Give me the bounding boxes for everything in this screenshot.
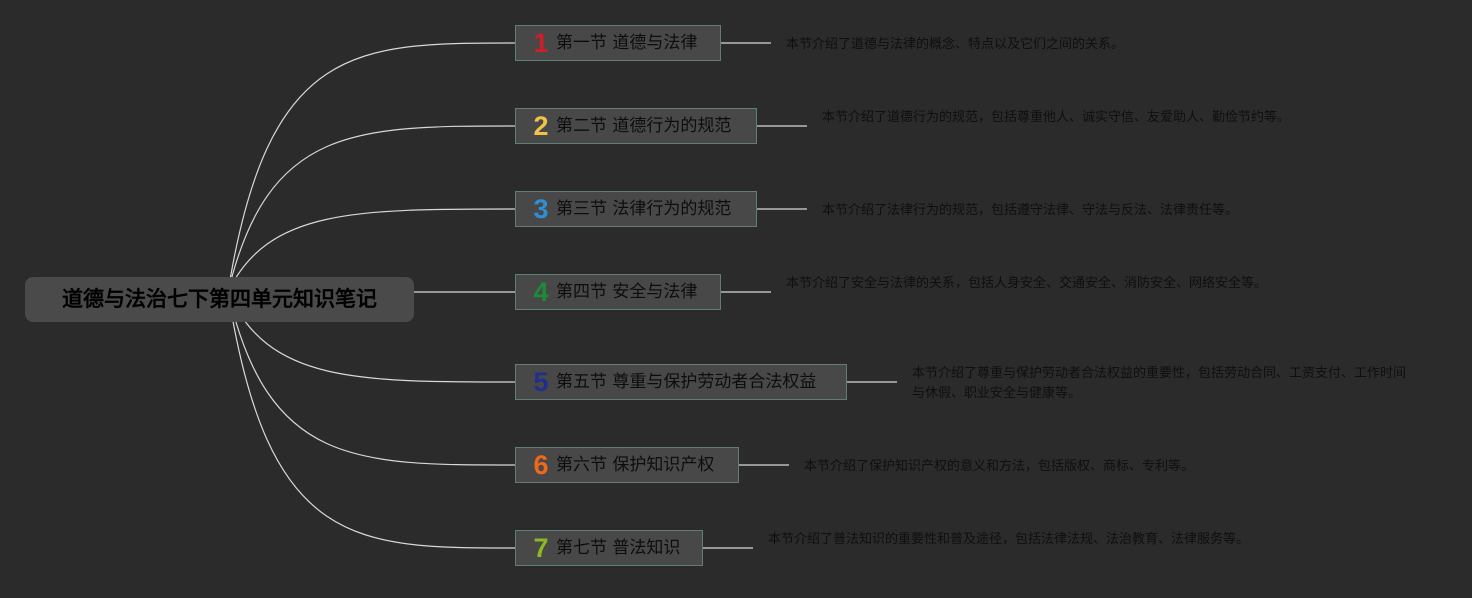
section-2-description: 本节介绍了道德行为的规范，包括尊重他人、诚实守信、友爱助人、勤俭节约等。 [822, 110, 1291, 125]
section-4-node[interactable]: 4 第四节 安全与法律 [515, 274, 721, 310]
branch-connector-1 [227, 42, 516, 293]
section-1-description: 本节介绍了道德与法律的概念、特点以及它们之间的关系。 [786, 37, 1125, 52]
branch-connector-5 [227, 291, 516, 383]
section-6-description: 本节介绍了保护知识产权的意义和方法，包括版权、商标、专利等。 [804, 459, 1195, 474]
section-4-description: 本节介绍了安全与法律的关系，包括人身安全、交通安全、消防安全、网络安全等。 [786, 276, 1268, 291]
section-5-description: 本节介绍了尊重与保护劳动者合法权益的重要性，包括劳动合同、工资支付、工作时间与休… [912, 366, 1407, 401]
number-7-icon: 7 [533, 533, 549, 563]
branch-connector-2 [227, 125, 516, 293]
central-topic[interactable]: 道德与法治七下第四单元知识笔记 [25, 277, 414, 322]
number-5-icon: 5 [533, 367, 549, 397]
section-3-node[interactable]: 3 第三节 法律行为的规范 [515, 191, 757, 227]
section-7-node[interactable]: 7 第七节 普法知识 [515, 530, 703, 566]
number-3-icon: 3 [533, 194, 549, 224]
branch-connector-6 [227, 291, 516, 466]
number-2-icon: 2 [533, 111, 549, 141]
number-1-icon: 1 [533, 28, 549, 58]
section-5-node[interactable]: 5 第五节 尊重与保护劳动者合法权益 [515, 364, 847, 400]
branch-connector-3 [227, 208, 516, 293]
section-6-node[interactable]: 6 第六节 保护知识产权 [515, 447, 739, 483]
number-4-icon: 4 [533, 277, 549, 307]
branch-connector-7 [227, 291, 516, 549]
section-2-node[interactable]: 2 第二节 道德行为的规范 [515, 108, 757, 144]
section-3-title: 第三节 法律行为的规范 [556, 199, 732, 219]
section-6-title: 第六节 保护知识产权 [556, 455, 715, 475]
section-7-description: 本节介绍了普法知识的重要性和普及途径，包括法律法规、法治教育、法律服务等。 [768, 532, 1250, 547]
section-4-title: 第四节 安全与法律 [556, 282, 698, 302]
section-7-title: 第七节 普法知识 [556, 538, 681, 558]
section-1-title: 第一节 道德与法律 [556, 33, 698, 53]
section-1-node[interactable]: 1 第一节 道德与法律 [515, 25, 721, 61]
number-6-icon: 6 [533, 450, 549, 480]
section-5-title: 第五节 尊重与保护劳动者合法权益 [556, 372, 817, 392]
section-2-title: 第二节 道德行为的规范 [556, 116, 732, 136]
section-3-description: 本节介绍了法律行为的规范，包括遵守法律、守法与反法、法律责任等。 [822, 203, 1239, 218]
